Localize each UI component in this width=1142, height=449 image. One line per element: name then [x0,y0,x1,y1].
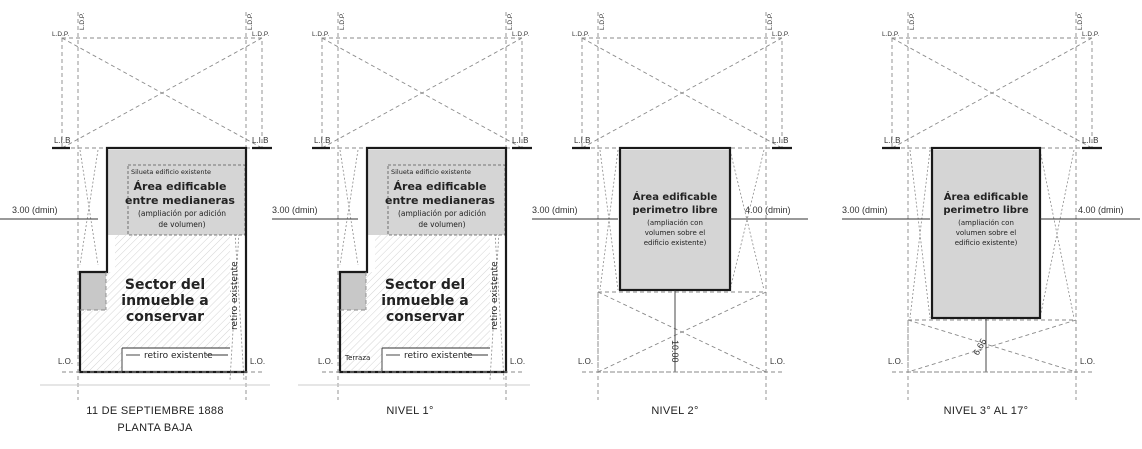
sector-label: inmueble a [381,293,468,309]
ldp-label: L.D.P. [507,13,514,30]
ldp-label: L.D.P. [512,31,529,38]
ldp-label: L.D.P. [599,13,606,30]
ldp-label: L.D.P. [247,13,254,30]
panel-caption: NIVEL 1° [386,405,433,417]
panel-caption: NIVEL 2° [651,405,698,417]
sector-label: inmueble a [121,293,208,309]
dim-left: 3.00 (dmin) [842,205,888,215]
lo-label: L.O. [578,357,593,366]
area-title: Área edificable [134,180,227,193]
lib-label: L.I.B [1082,136,1098,145]
lo-label: L.O. [1080,357,1095,366]
lib-label: L.I.B [252,136,268,145]
ldp-label: L.D.P. [52,31,69,38]
ldp-label: L.D.P. [882,31,899,38]
area-title: perimetro libre [632,205,718,216]
area-note: (ampliación por adición [398,209,486,218]
panel-nivel-1: L.D.P. L.D.P. L.D.P. L.D.P. L.I.B L.I.B … [272,12,532,417]
sector-label: Sector del [125,277,205,293]
area-note: (ampliación por adición [138,209,226,218]
area-title: Área edificable [394,180,487,193]
dim-left: 3.00 (dmin) [532,205,578,215]
lib-label: L.I.B [884,136,900,145]
dim-left: 3.00 (dmin) [272,205,318,215]
ldp-label: L.D.P. [79,13,86,30]
area-note: de volumen) [158,220,205,229]
panel-nivel-3-al-17: L.D.P. L.D.P. L.D.P. L.D.P. L.I.B L.I.B … [842,12,1140,417]
ldp-label: L.D.P. [909,13,916,30]
sector-label: conservar [126,309,204,325]
lib-label: L.I.B [574,136,590,145]
lo-label: L.O. [250,357,265,366]
area-title: perimetro libre [943,205,1029,216]
ldp-label: L.D.P. [772,31,789,38]
area-title: entre medianeras [125,194,235,207]
lo-label: L.O. [58,357,73,366]
lib-label: L.I.B [54,136,70,145]
silueta-label: Silueta edificio existente [391,168,471,176]
ldp-label: L.D.P. [312,31,329,38]
retiro-label: retiro existente [404,351,473,361]
area-note: (ampliación con [647,219,703,227]
ldp-label: L.D.P. [767,13,774,30]
area-note: de volumen) [418,220,465,229]
retiro-label: retiro existente [230,261,240,330]
panel-caption: NIVEL 3° AL 17° [944,405,1029,417]
dim-right: 4.00 (dmin) [1078,205,1124,215]
ldp-label: L.D.P. [1082,31,1099,38]
area-note: edificio existente) [644,239,707,247]
lib-label: L.I.B [314,136,330,145]
terraza-label: Terraza [344,354,370,362]
panel-planta-baja: L.D.P. L.D.P. L.D.P. L.D.P. L.I.B L.I.B … [0,12,272,434]
dim-right: 4.00 (dmin) [745,205,791,215]
ldp-label: L.D.P. [339,13,346,30]
sector-label: conservar [386,309,464,325]
lo-label: L.O. [888,357,903,366]
area-note: volumen sobre el [956,229,1017,237]
dim-vertical: 10.00 [670,340,680,363]
lib-label: L.I.B [772,136,788,145]
lib-label: L.I.B [512,136,528,145]
ldp-label: L.D.P. [252,31,269,38]
lo-label: L.O. [510,357,525,366]
area-title: entre medianeras [385,194,495,207]
area-note: edificio existente) [955,239,1018,247]
panel-caption: 11 DE SEPTIEMBRE 1888 [86,405,224,417]
sector-label: Sector del [385,277,465,293]
lo-label: L.O. [318,357,333,366]
ldp-label: L.D.P. [1077,13,1084,30]
silueta-label: Silueta edificio existente [131,168,211,176]
area-title: Área edificable [944,190,1029,203]
lo-label: L.O. [770,357,785,366]
dim-left: 3.00 (dmin) [12,205,58,215]
area-title: Área edificable [633,190,718,203]
panel-nivel-2: L.D.P. L.D.P. L.D.P. L.D.P. L.I.B L.I.B … [532,12,808,417]
area-note: (ampliación con [958,219,1014,227]
retiro-label: retiro existente [144,351,213,361]
ldp-label: L.D.P. [572,31,589,38]
area-note: volumen sobre el [645,229,706,237]
panel-caption: PLANTA BAJA [117,422,193,434]
retiro-label: retiro existente [490,261,500,330]
